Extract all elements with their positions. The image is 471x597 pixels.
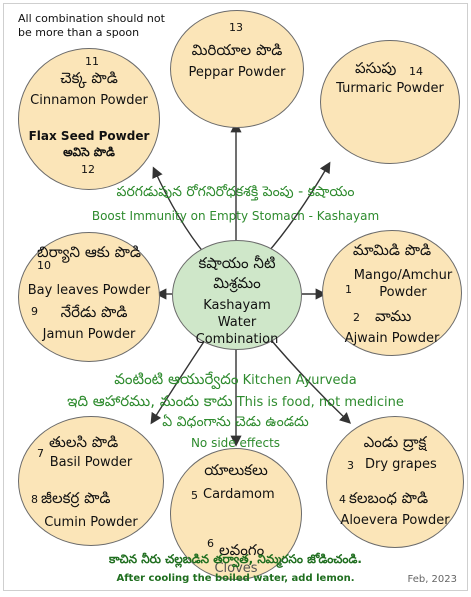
date-stamp: Feb, 2023: [407, 574, 457, 585]
quantity-note: All combination should not be more than …: [18, 12, 165, 39]
cinnamon-number: 11: [85, 55, 99, 68]
pepper-number: 13: [229, 21, 243, 34]
pepper-english: Peppar Powder: [188, 65, 286, 80]
cardamom-english: Cardamom: [203, 487, 275, 502]
diagram-canvas: All combination should not be more than …: [3, 3, 468, 591]
kitchen-ayurveda-english: Kitchen Ayurveda: [242, 373, 357, 388]
footer-english: After cooling the boiled water, add lemo…: [116, 573, 355, 584]
basil-telugu: తులసి పొడి: [49, 433, 119, 451]
aloevera-number: 4: [339, 493, 346, 506]
flax-telugu: అవిసె పొడి: [63, 145, 115, 159]
aloevera-english: Aloevera Powder: [340, 513, 450, 528]
basil-number: 7: [37, 447, 44, 460]
mango-english: Mango/Amchur Powder: [353, 268, 453, 300]
grapes-english: Dry grapes: [365, 457, 437, 472]
bay-telugu: బిర్యాని ఆకు పొడి: [37, 243, 141, 261]
ajwain-telugu: వాము: [375, 307, 412, 325]
cinnamon-telugu: చెక్క పొడి: [60, 69, 118, 87]
circle-pepper: 13 మిరియాల పొడి Peppar Powder: [170, 10, 304, 128]
cloves-telugu: లవంగం: [219, 541, 265, 559]
center-english: Kashayam Water Combination: [195, 298, 279, 347]
footer-telugu: కాచిన నీరు చల్లబడిన తర్వాత, నిమ్మరసం జోడ…: [109, 552, 362, 566]
flax-english: Flax Seed Powder: [28, 129, 150, 143]
food-not-medicine-english: This is food, not medicine: [236, 395, 404, 410]
jamun-english: Jamun Powder: [42, 327, 136, 342]
circle-basil-cumin: 7 తులసి పొడి Basil Powder 8 జీలకర్ర పొడి…: [18, 416, 164, 546]
cardamom-telugu: యాలుకలు: [204, 461, 268, 479]
no-harm-telugu: ఏ విధంగాను చెడు ఉండదు: [162, 414, 309, 430]
food-not-medicine-telugu: ఇది ఆహారము, మందు కాదు: [67, 392, 233, 410]
circle-mango-ajwain: మామిడి పొడి 1 Mango/Amchur Powder 2 వాము…: [322, 230, 462, 356]
bay-english: Bay leaves Powder: [27, 283, 151, 298]
cumin-number: 8: [31, 493, 38, 506]
circle-center-kashayam: కషాయం నీటి మిశ్రమం Kashayam Water Combin…: [172, 240, 302, 350]
jamun-telugu: నేరేడు పొడి: [60, 303, 128, 321]
cinnamon-english: Cinnamon Powder: [30, 93, 148, 108]
center-telugu: కషాయం నీటి మిశ్రమం: [198, 254, 276, 292]
cloves-english: Cloves: [214, 561, 258, 576]
mango-telugu: మామిడి పొడి: [352, 241, 432, 259]
turmeric-number: 14: [409, 65, 423, 78]
basil-english: Basil Powder: [49, 455, 133, 470]
kitchen-ayurveda-line: వంటింటి ఆయుర్వేదం Kitchen Ayurveda: [4, 370, 467, 392]
bay-number: 10: [37, 259, 51, 272]
cumin-english: Cumin Powder: [44, 515, 138, 530]
turmeric-telugu: పసుపు: [355, 59, 397, 77]
pepper-telugu: మిరియాల పొడి: [191, 41, 283, 59]
circle-grapes-aloevera: ఎండు ద్రాక్ష 3 Dry grapes 4 కలబంధ పొడి A…: [326, 416, 464, 548]
ajwain-english: Ajwain Powder: [344, 331, 440, 346]
arrow-to-grapes: [265, 333, 352, 424]
grapes-telugu: ఎండు ద్రాక్ష: [363, 433, 427, 451]
aloevera-telugu: కలబంధ పొడి: [349, 489, 429, 507]
cardamom-number: 5: [191, 489, 198, 502]
food-not-medicine-line: ఇది ఆహారము, మందు కాదు This is food, not …: [4, 392, 467, 414]
arrow-to-basil: [150, 333, 210, 425]
immunity-heading-telugu: పరగడుపున రోగనిరోధకశక్తి పెంపు - కషాయం: [116, 184, 355, 200]
circle-cinnamon-flax: 11 చెక్క పొడి Cinnamon Powder Flax Seed …: [18, 48, 160, 190]
kitchen-ayurveda-telugu: వంటింటి ఆయుర్వేదం: [114, 370, 239, 388]
flax-number: 12: [81, 163, 95, 176]
immunity-heading-english: Boost Immunity on Empty Stomach - Kashay…: [91, 209, 380, 223]
cumin-telugu: జీలకర్ర పొడి: [41, 489, 111, 507]
turmeric-english: Turmaric Powder: [336, 81, 444, 96]
circle-bay-jamun: 10 బిర్యాని ఆకు పొడి Bay leaves Powder 9…: [18, 232, 160, 362]
mango-number: 1: [345, 283, 352, 296]
no-side-effects: No side effects: [190, 436, 281, 450]
circle-turmeric: పసుపు 14 Turmaric Powder: [320, 40, 460, 164]
cloves-number: 6: [207, 537, 214, 550]
grapes-number: 3: [347, 459, 354, 472]
circle-cardamom-cloves: యాలుకలు 5 Cardamom 6 లవంగం Cloves: [170, 448, 302, 580]
ajwain-number: 2: [353, 311, 360, 324]
jamun-number: 9: [31, 305, 38, 318]
